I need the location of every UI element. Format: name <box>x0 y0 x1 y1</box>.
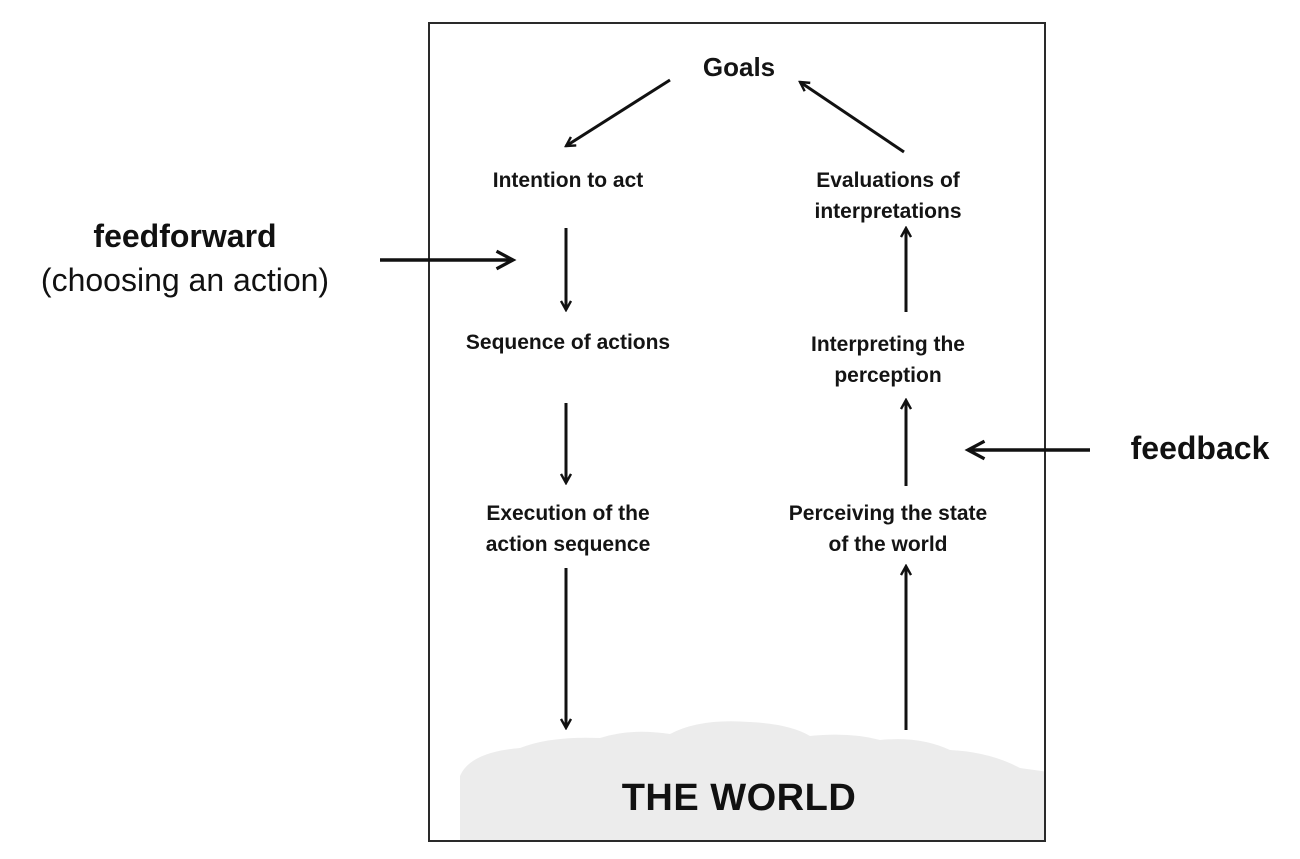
node-sequence-of-actions: Sequence of actions <box>465 331 671 354</box>
node-interpreting-the-perception: Interpreting the perception <box>810 333 965 387</box>
node-perceiving-state-of-world: Perceiving the state of the world <box>788 502 988 556</box>
feedforward-label: feedforward <box>93 218 277 254</box>
node-goals: Goals <box>702 52 776 82</box>
world-label: THE WORLD <box>621 777 857 819</box>
node-intention-to-act: Intention to act <box>492 169 644 192</box>
feedforward-sublabel: (choosing an action) <box>40 262 330 298</box>
world-cloud <box>460 721 1044 840</box>
node-evaluations-of-interpretations: Evaluations of interpretations <box>814 169 962 223</box>
diagram-frame: Goals Intention to act Sequence of actio… <box>428 22 1046 842</box>
node-execution-of-action-sequence: Execution of the action sequence <box>485 502 651 556</box>
arrow-goals-to-intention <box>566 78 671 146</box>
arrow-evaluations-to-goals <box>800 82 905 154</box>
feedback-label: feedback <box>1130 430 1270 466</box>
